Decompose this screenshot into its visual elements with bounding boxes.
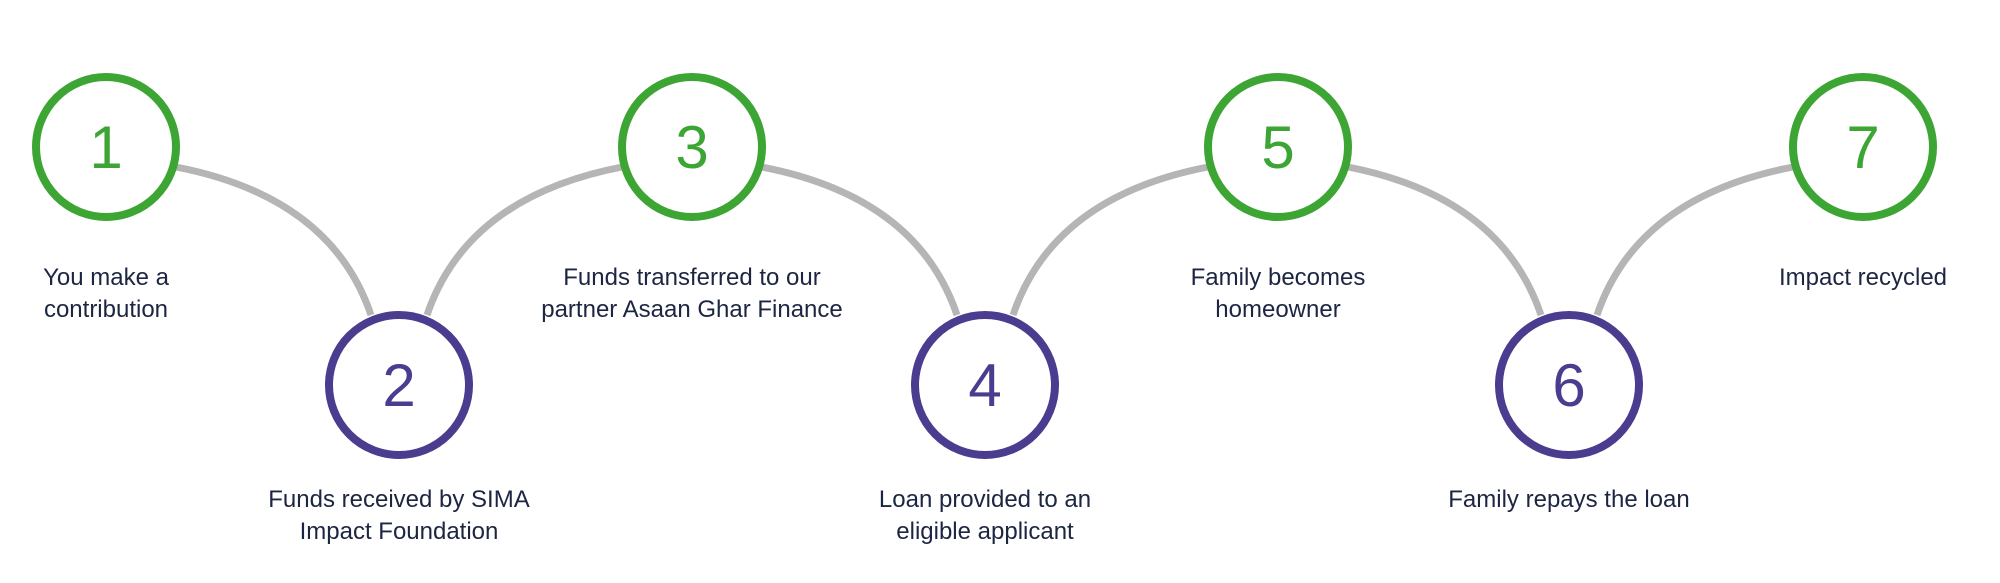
step-number: 7 (1846, 113, 1880, 181)
step-number: 5 (1261, 113, 1295, 181)
connector-arc (1593, 163, 1794, 317)
step-1-circle: 1 (32, 73, 180, 221)
step-5-circle: 5 (1204, 73, 1352, 221)
step-6-label: Family repays the loan (1448, 486, 1690, 513)
connector-arc (423, 163, 623, 317)
step-2-label: Funds received by SIMA Impact Foundation (268, 486, 530, 545)
step-number: 4 (968, 351, 1002, 419)
step-1-label: You make a contribution (43, 264, 169, 323)
step-4-circle: 4 (911, 311, 1059, 459)
step-4-label: Loan provided to an eligible applicant (878, 486, 1092, 545)
step-number: 1 (89, 113, 123, 181)
step-3-label: Funds transferred to our partner Asaan G… (541, 264, 843, 323)
connector-arc (761, 163, 961, 317)
connector-arc (1347, 163, 1545, 317)
connector-arc (175, 163, 375, 317)
connector-arc (1009, 163, 1209, 317)
step-2-circle: 2 (325, 311, 473, 459)
step-number: 6 (1552, 351, 1586, 419)
step-3-circle: 3 (618, 73, 766, 221)
step-7-circle: 7 (1789, 73, 1937, 221)
step-5-label: Family becomes homeowner (1190, 264, 1366, 323)
step-number: 3 (675, 113, 709, 181)
step-number: 2 (382, 351, 416, 419)
step-6-circle: 6 (1495, 311, 1643, 459)
step-7-label: Impact recycled (1778, 264, 1948, 291)
